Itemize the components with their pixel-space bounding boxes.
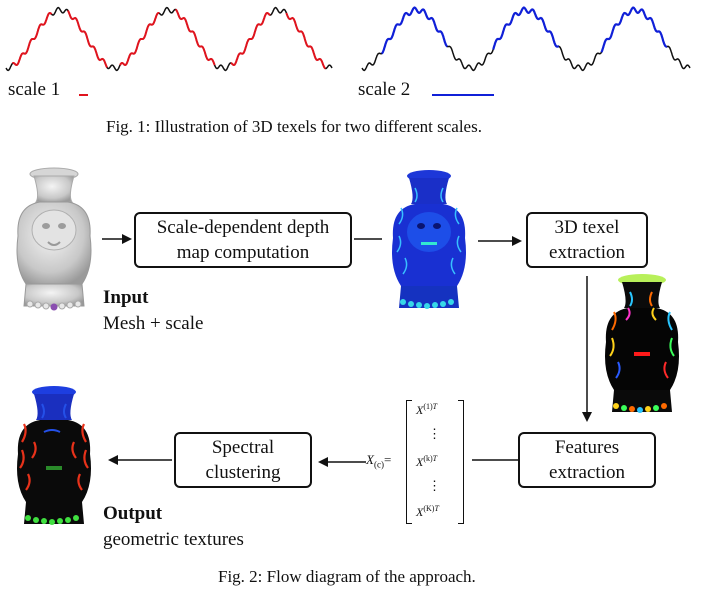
scale-2-texel-highlights — [381, 6, 668, 55]
scale-2-texel-3 — [600, 6, 668, 53]
scale-1-texel-3 — [119, 11, 160, 67]
features-box-line-2: extraction — [549, 462, 625, 483]
output-subtitle: geometric textures — [103, 529, 244, 550]
matrix-row-1: X(1)T — [416, 402, 438, 417]
scale-1-texel-5 — [230, 11, 271, 67]
arrow-spectral-to-output — [108, 455, 172, 465]
input-subtitle: Mesh + scale — [103, 313, 204, 334]
matrix-lhs: X(c)= — [366, 452, 392, 470]
depth-box-line-1: Scale-dependent depth — [156, 217, 330, 238]
output-title: Output — [103, 503, 163, 524]
scale-1-texel-highlights — [11, 8, 326, 70]
spectral-clustering-box: Spectral clustering — [174, 432, 312, 488]
matrix-right-bracket — [458, 400, 464, 524]
scale-1-bar — [79, 94, 88, 96]
texel-colored-mesh-image — [605, 274, 679, 413]
input-title: Input — [103, 287, 149, 308]
scale-1-label: scale 1 — [8, 79, 61, 100]
fig2-caption: Fig. 2: Flow diagram of the approach. — [218, 567, 476, 586]
texel-box-line-2: extraction — [549, 242, 625, 263]
texel-box-line-1: 3D texel — [554, 217, 620, 238]
arrow-matrix-to-spectral — [318, 457, 366, 467]
feature-matrix: X(c)= X(1)T ⋮ X(k)T ⋮ X(K)T — [366, 396, 470, 526]
matrix-row-K: X(K)T — [416, 504, 439, 519]
scale-1-texel-6 — [285, 12, 326, 70]
matrix-dots-2: ⋮ — [428, 478, 441, 493]
scale-2-bar — [432, 94, 494, 96]
scale-2-texel-1 — [381, 6, 448, 55]
texel-wave-scale-2 — [361, 6, 691, 72]
depth-map-box: Scale-dependent depth map computation — [134, 212, 352, 268]
fig1-caption: Fig. 1: Illustration of 3D texels for tw… — [106, 117, 482, 136]
line-features-to-matrix — [472, 459, 518, 461]
texel-wave-scale-1 — [5, 6, 333, 72]
matrix-row-k: X(k)T — [416, 454, 438, 469]
spectral-box-line-2: clustering — [205, 462, 281, 483]
line-depth-to-blue-mesh — [354, 238, 382, 240]
scale-1-texel-1 — [11, 11, 53, 67]
arrow-texel-to-features — [582, 276, 592, 422]
depth-map-mesh-image — [392, 170, 466, 309]
texel-extraction-box: 3D texel extraction — [526, 212, 648, 268]
matrix-left-bracket — [406, 400, 412, 524]
scale-1-texel-4 — [175, 8, 216, 66]
features-box-line-1: Features — [554, 437, 620, 458]
input-mesh-image — [16, 167, 92, 311]
features-extraction-box: Features extraction — [518, 432, 656, 488]
arrow-input-to-depth — [102, 234, 132, 244]
spectral-box-line-1: Spectral — [211, 437, 275, 458]
depth-box-line-2: map computation — [176, 242, 310, 263]
fig1-waves — [5, 6, 691, 72]
matrix-dots-1: ⋮ — [428, 426, 441, 441]
scale-1-texel-2 — [67, 10, 108, 68]
arrow-mesh-to-texel — [478, 236, 522, 246]
scale-2-texel-2 — [492, 6, 559, 50]
output-segmented-mesh-image — [17, 386, 91, 525]
scale-2-label: scale 2 — [358, 79, 411, 100]
